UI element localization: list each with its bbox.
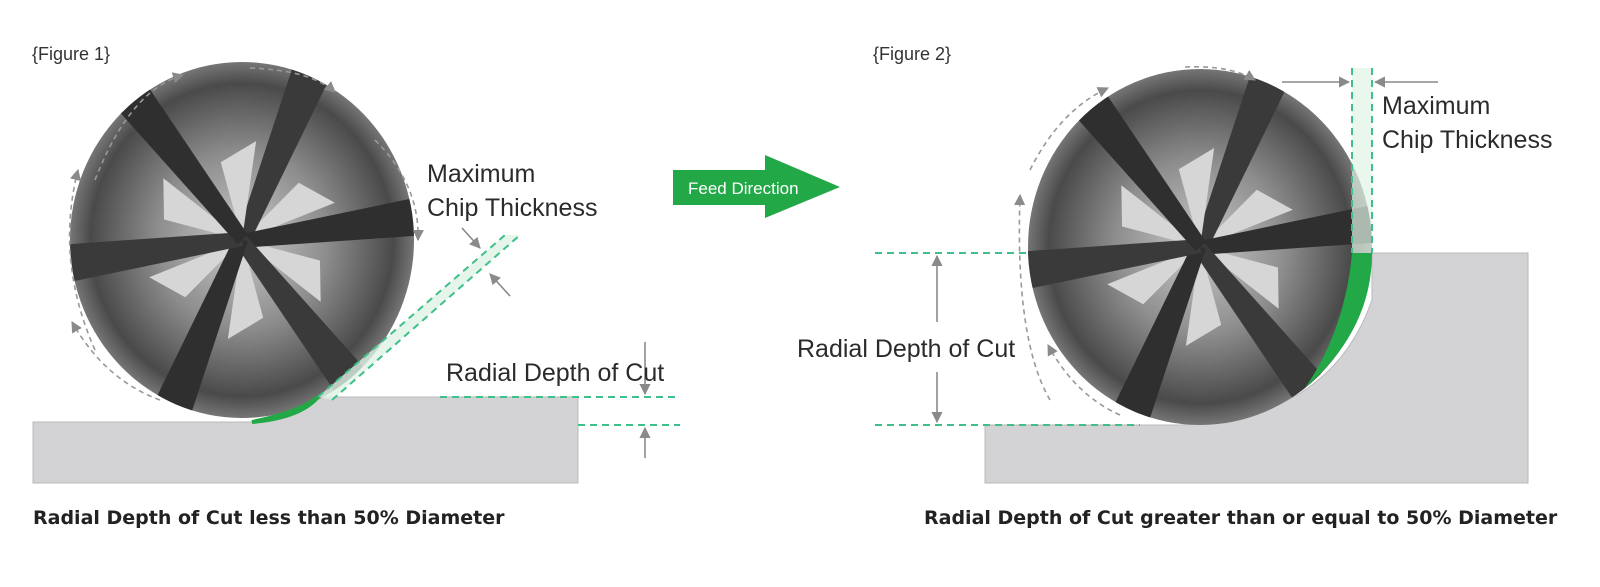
max-chip-thickness-label: Chip Thickness: [427, 194, 597, 222]
flute-blade: [1065, 80, 1206, 252]
chip-dashed-line: [331, 234, 521, 401]
figure-2: {Figure 2} Maximum Chip Thickness Radial…: [797, 44, 1558, 529]
rotation-arrow-icon: [94, 72, 185, 181]
figure-2-caption: Radial Depth of Cut greater than or equa…: [924, 507, 1558, 529]
flute-blade: [1194, 242, 1335, 414]
feed-direction-arrow: Feed Direction: [673, 155, 840, 218]
figure-2-label: {Figure 2}: [873, 44, 951, 64]
flute-face: [1200, 189, 1293, 247]
flute-blade: [1028, 239, 1202, 293]
end-mill-cutter: [70, 62, 414, 418]
flute-blade: [149, 237, 248, 418]
max-chip-thickness-label: Maximum: [427, 160, 535, 188]
chip-arrow-icon: [489, 273, 511, 297]
rotation-arrow-icon: [71, 321, 161, 401]
flute-face: [227, 240, 264, 339]
flute-blade: [240, 194, 414, 248]
chip-dashed-line: [317, 234, 506, 398]
rotation-arrow-icon: [374, 139, 424, 242]
rotation-arrow-icon: [249, 67, 336, 93]
flute-face: [1185, 247, 1222, 346]
flute-blade: [1107, 244, 1206, 425]
workpiece: [32, 396, 579, 484]
max-chip-thickness-label: Maximum: [1382, 92, 1490, 120]
max-chip-thickness-label: Chip Thickness: [1382, 126, 1552, 154]
chip-band: [1352, 68, 1372, 253]
flute-blade: [107, 73, 248, 245]
figure-1: {Figure 1} Maximum Chip Thickness Radial…: [32, 44, 680, 529]
end-mill-cutter: [1028, 69, 1372, 425]
flute-blade: [236, 235, 377, 407]
flute-face: [149, 240, 242, 298]
radial-depth-label: Radial Depth of Cut: [797, 335, 1015, 363]
figure-1-caption: Radial Depth of Cut less than 50% Diamet…: [33, 507, 505, 529]
chip-sliver: [1305, 253, 1372, 388]
chip-band: [318, 235, 520, 400]
flute-blade: [1194, 69, 1293, 250]
rotation-arrow-icon: [1184, 65, 1256, 81]
flute-blade: [236, 62, 335, 243]
flute-face: [1178, 148, 1215, 247]
rotation-arrow-icon: [1047, 344, 1121, 416]
rotation-arrow-icon: [1029, 87, 1110, 171]
rotation-arrow-icon: [68, 168, 96, 351]
flute-face: [1107, 247, 1200, 305]
radial-depth-label: Radial Depth of Cut: [446, 359, 664, 387]
flute-face: [242, 182, 335, 240]
chip-arrow-icon: [461, 227, 481, 249]
flute-face: [220, 141, 257, 240]
rotation-arrow-icon: [1014, 193, 1051, 401]
figure-1-label: {Figure 1}: [32, 44, 110, 64]
flute-blade: [1198, 201, 1372, 255]
feed-direction-label: Feed Direction: [688, 179, 799, 198]
flute-blade: [70, 232, 244, 286]
